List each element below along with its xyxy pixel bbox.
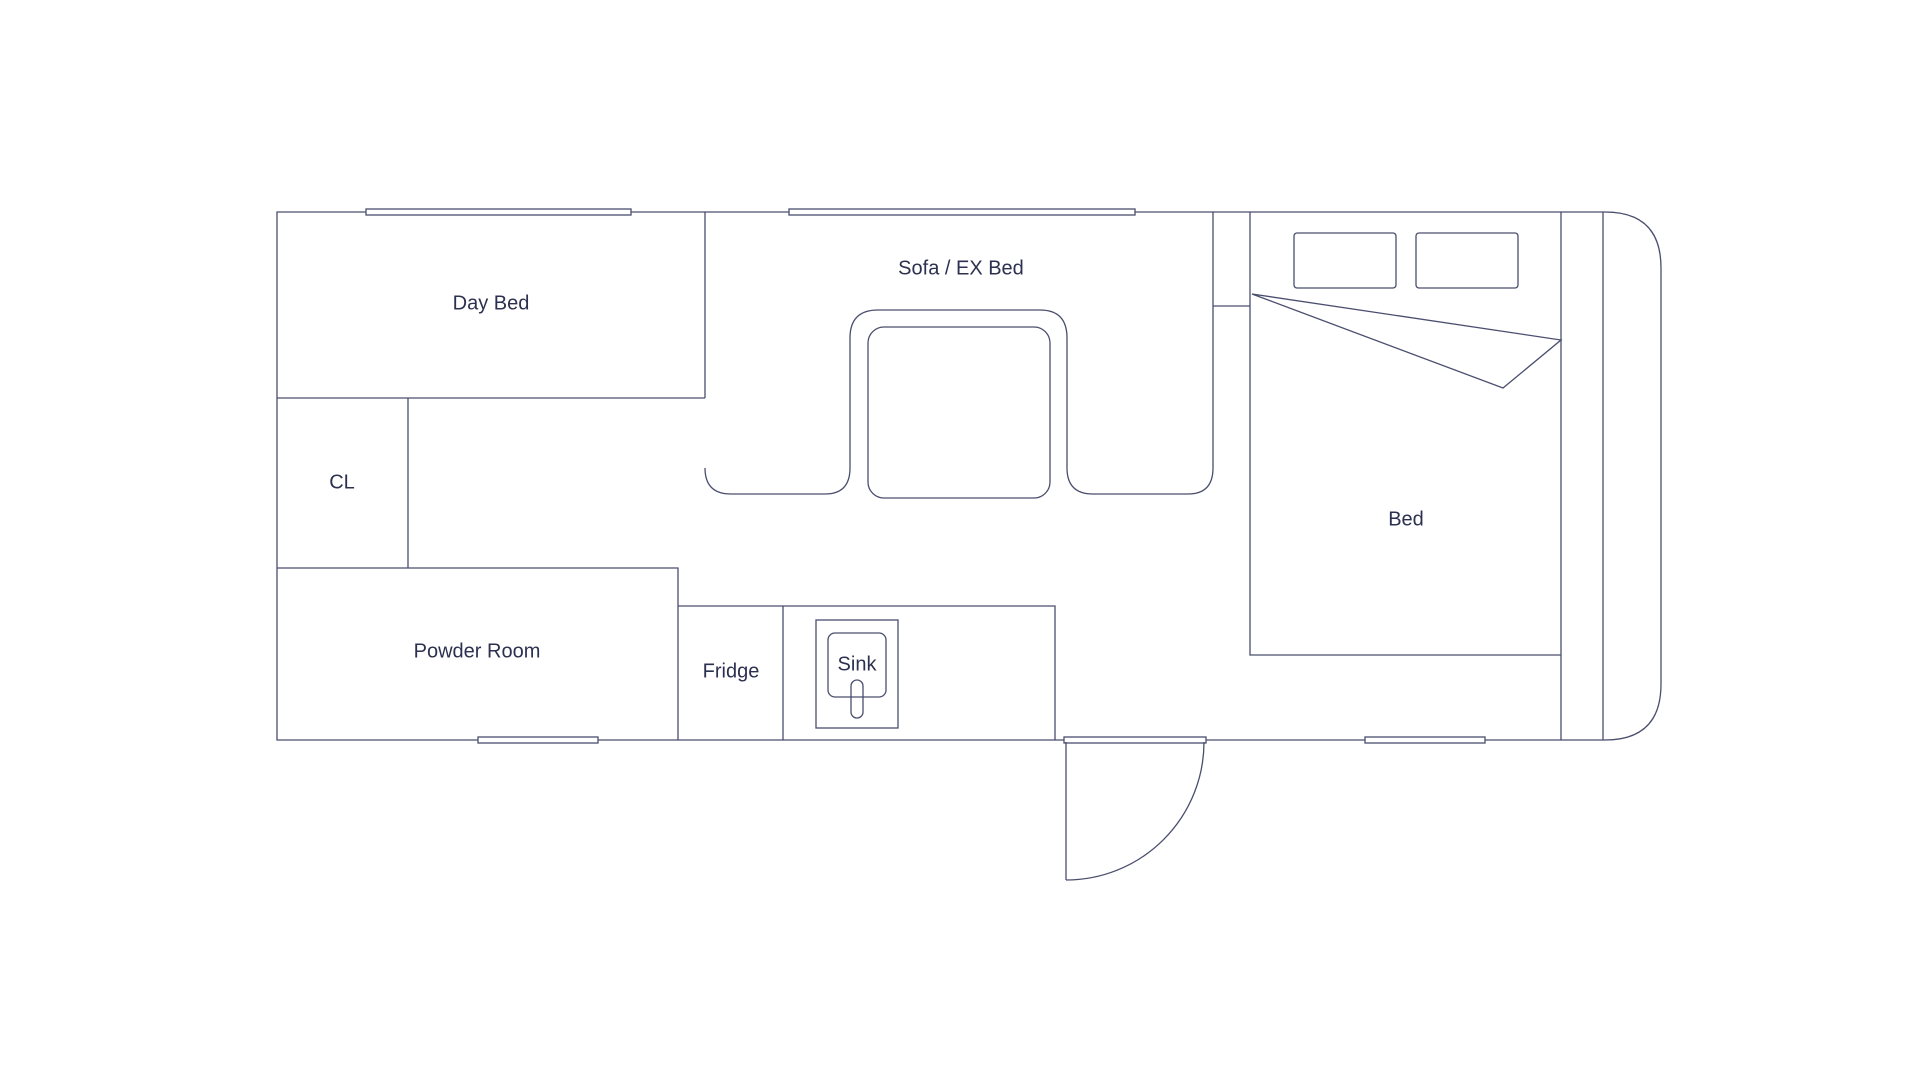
powder-room-wall <box>408 567 679 740</box>
pillow-left <box>1293 232 1397 289</box>
powder-room-label: Powder Room <box>414 640 541 662</box>
window-bottom-right <box>1364 736 1486 744</box>
closet-label: CL <box>329 471 355 493</box>
sofa-seat-left <box>704 212 1214 495</box>
fridge-label: Fridge <box>703 660 760 682</box>
window-top-left <box>365 208 632 216</box>
window-top-middle <box>788 208 1136 216</box>
sink-outer <box>815 619 899 729</box>
kitchen-counter <box>678 605 1056 740</box>
bed-frame <box>1249 306 1561 656</box>
window-bottom-left <box>477 736 599 744</box>
entry-door-swing-arc <box>1065 741 1205 881</box>
sink-basin <box>827 632 887 698</box>
pillow-right <box>1415 232 1519 289</box>
bed-cover-fold <box>1251 293 1563 389</box>
day-bed-label: Day Bed <box>453 292 530 314</box>
bed-label: Bed <box>1388 508 1424 530</box>
sink-label: Sink <box>838 653 878 675</box>
dinette-table <box>867 326 1051 499</box>
sink-faucet <box>850 679 864 719</box>
outer-wall <box>276 211 1662 741</box>
entry-door-frame <box>1063 736 1207 744</box>
sofa-ex-bed-label: Sofa / EX Bed <box>898 257 1024 279</box>
